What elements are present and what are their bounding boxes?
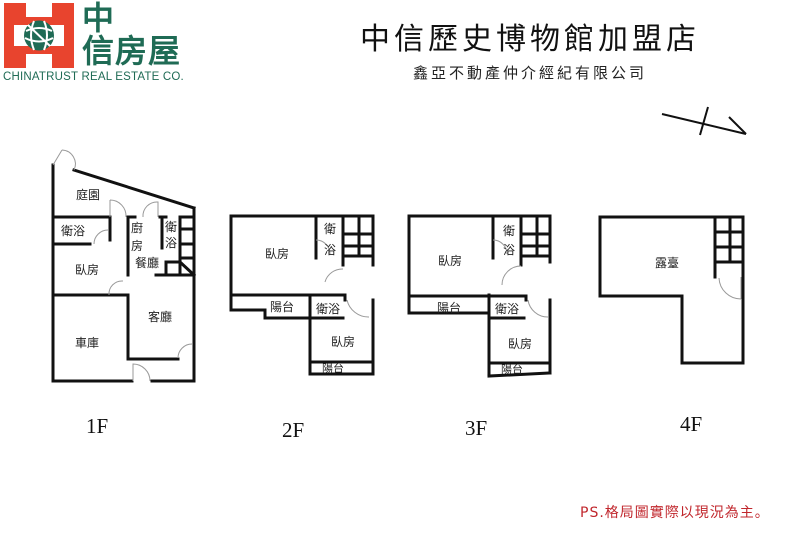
room-balcony-2f-1: 陽台 bbox=[270, 299, 294, 314]
floor-plan-2f: 臥房 衛 浴 陽台 衛浴 臥房 陽台 bbox=[229, 214, 375, 376]
company-subtitle: 鑫亞不動產仲介經紀有限公司 bbox=[412, 64, 647, 82]
room-bathroom-2f-1-char2: 浴 bbox=[324, 243, 336, 257]
brand-name-cn-line2: 信房屋 bbox=[82, 32, 182, 70]
room-bathroom-2f-1-char1: 衛 bbox=[324, 222, 336, 236]
floor-label-4f: 4F bbox=[680, 412, 703, 436]
brand-name-en: CHINATRUST REAL ESTATE CO. bbox=[3, 71, 184, 83]
room-bathroom-3f-2: 衛浴 bbox=[495, 302, 519, 316]
brand-logo: 中 信房屋 CHINATRUST REAL ESTATE CO. bbox=[0, 0, 200, 90]
room-living: 客廳 bbox=[148, 309, 172, 324]
room-bedroom: 臥房 bbox=[75, 262, 99, 277]
room-balcony-3f-2: 陽台 bbox=[501, 362, 523, 376]
room-bedroom-3f-2: 臥房 bbox=[508, 336, 532, 351]
room-bedroom-2f-2: 臥房 bbox=[331, 334, 355, 349]
room-bedroom-3f-1: 臥房 bbox=[438, 253, 462, 268]
disclaimer-note: PS.格局圖實際以現況為主。 bbox=[580, 505, 770, 521]
room-bathroom-2f-2: 衛浴 bbox=[316, 302, 340, 316]
room-bathroom-1: 衛浴 bbox=[61, 224, 85, 238]
room-kitchen-char2: 房 bbox=[131, 238, 143, 253]
room-balcony-3f-1: 陽台 bbox=[437, 300, 461, 315]
room-bedroom-2f-1: 臥房 bbox=[265, 246, 289, 261]
room-garage: 車庫 bbox=[75, 336, 99, 350]
floor-plan-3f: 臥房 衛 浴 陽台 衛浴 臥房 陽台 bbox=[407, 214, 552, 378]
brand-name-cn-line1: 中 bbox=[82, 0, 115, 37]
room-terrace-4f: 露臺 bbox=[655, 255, 679, 270]
page-title: 中信歷史博物館加盟店 bbox=[360, 22, 700, 57]
floor-plan-1f: 庭園 衛浴 廚 房 衛 浴 餐廳 臥房 客廳 車庫 bbox=[51, 149, 197, 383]
room-kitchen-char1: 廚 bbox=[131, 220, 143, 235]
north-arrow-icon bbox=[661, 106, 747, 136]
room-balcony-2f-2: 陽台 bbox=[322, 361, 344, 375]
brand-name-cn: 中 信房屋 bbox=[82, 2, 181, 68]
floor-label-2f: 2F bbox=[282, 418, 305, 442]
room-bathroom-2-char1: 衛 bbox=[165, 220, 177, 234]
room-dining: 餐廳 bbox=[135, 255, 159, 270]
chinatrust-logo-icon bbox=[4, 3, 74, 68]
floor-plan-4f: 露臺 bbox=[598, 215, 745, 365]
room-bathroom-2-char2: 浴 bbox=[165, 236, 177, 250]
floor-label-3f: 3F bbox=[465, 416, 488, 440]
floor-label-1f: 1F bbox=[86, 414, 109, 438]
room-bathroom-3f-1-char2: 浴 bbox=[503, 243, 515, 257]
room-bathroom-3f-1-char1: 衛 bbox=[503, 224, 515, 238]
room-garden: 庭園 bbox=[76, 187, 100, 202]
